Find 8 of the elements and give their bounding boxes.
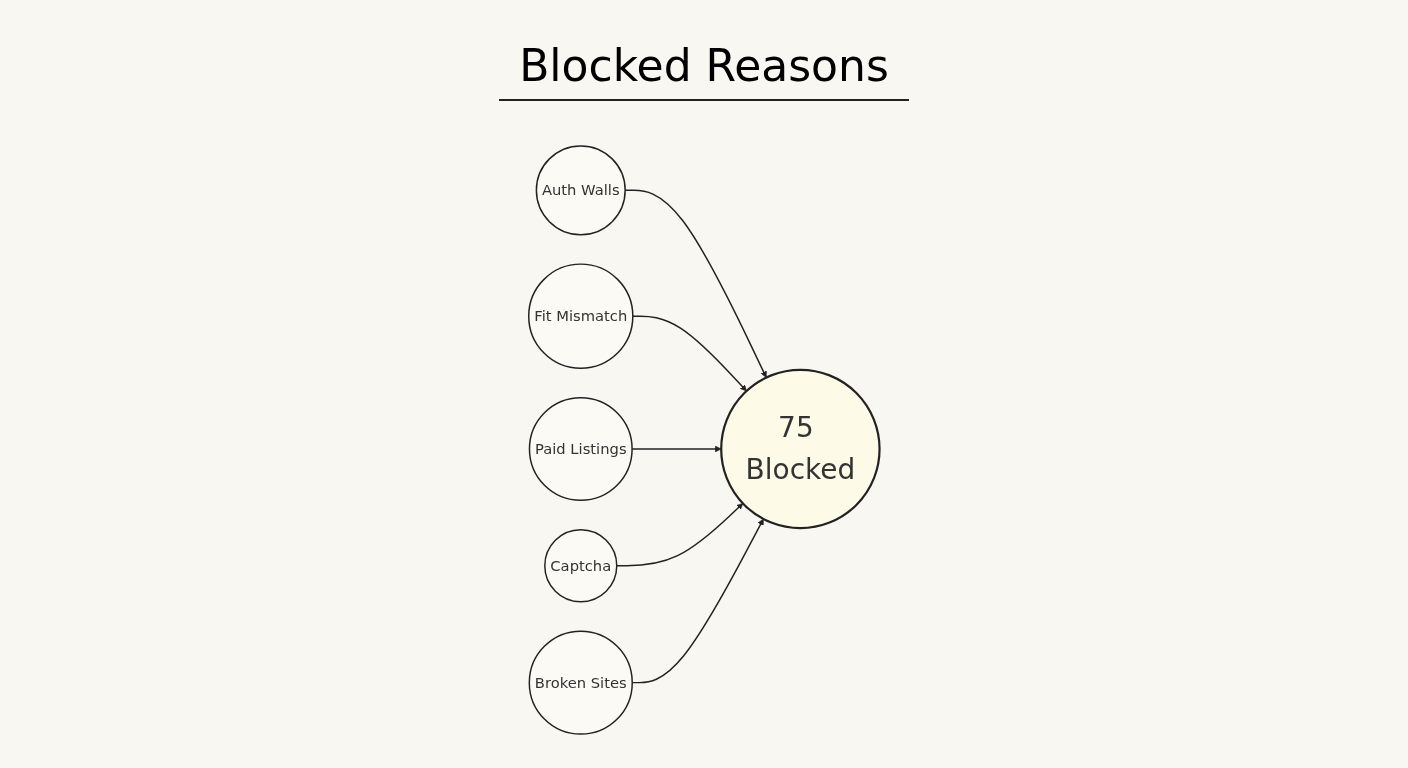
node-circle: Fit Mismatch: [527, 262, 634, 369]
arrow: [631, 445, 722, 452]
node-circle: 75 Blocked: [719, 368, 881, 529]
diagram-title: Blocked Reasons: [499, 40, 909, 101]
node-circle: Auth Walls: [535, 144, 626, 235]
node-circle: Broken Sites: [528, 629, 633, 735]
node-circle: Captcha: [543, 528, 618, 602]
node-circle: Paid Listings: [528, 396, 633, 501]
